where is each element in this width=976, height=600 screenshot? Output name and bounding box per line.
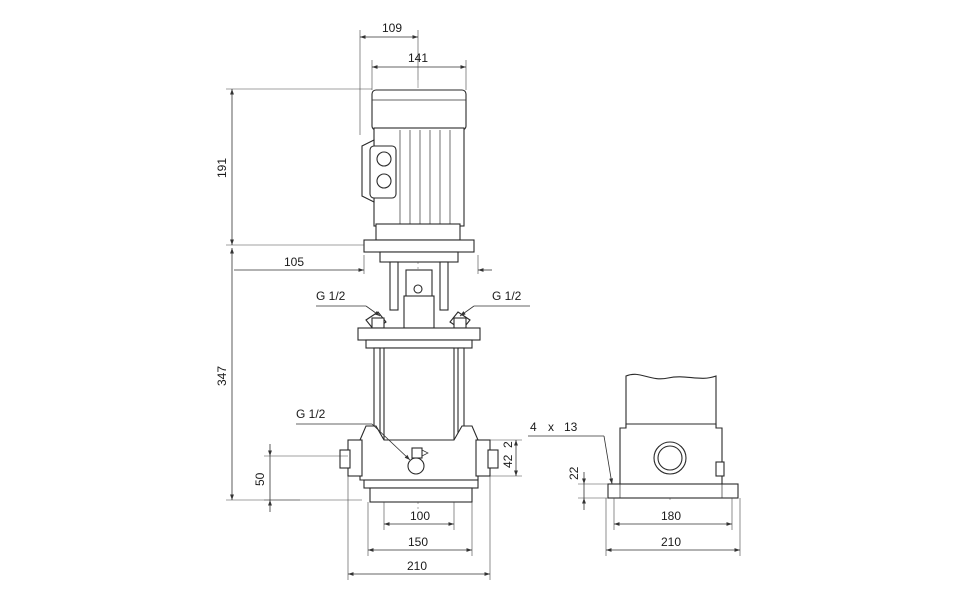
dim-2: 2: [501, 441, 515, 448]
dim-150: 150: [408, 535, 428, 549]
holes-dia: 13: [564, 420, 578, 434]
dim-210-front: 210: [407, 559, 427, 573]
side-dimensions: 4 x 13 22 180 210: [528, 420, 741, 556]
drain-label: G 1/2: [296, 407, 326, 421]
dim-105: 105: [284, 255, 304, 269]
dim-141: 141: [408, 51, 428, 65]
dim-109: 109: [382, 21, 402, 35]
dim-210-side: 210: [661, 535, 681, 549]
dim-191: 191: [215, 158, 229, 178]
vent-right-label: G 1/2: [492, 289, 522, 303]
dim-22: 22: [567, 466, 581, 480]
vent-left-label: G 1/2: [316, 289, 346, 303]
holes-count: 4: [530, 420, 537, 434]
dim-42: 42: [501, 454, 515, 468]
dim-50: 50: [253, 472, 267, 486]
dim-100: 100: [410, 509, 430, 523]
dim-347: 347: [215, 366, 229, 386]
dim-180: 180: [661, 509, 681, 523]
holes-times: x: [548, 420, 554, 434]
front-view: [339, 80, 499, 512]
motor: [361, 89, 475, 253]
front-dimensions: 109 141 191 347 105 G 1/2 G 1/2 G 1/2: [215, 21, 530, 580]
side-view: [607, 373, 739, 500]
